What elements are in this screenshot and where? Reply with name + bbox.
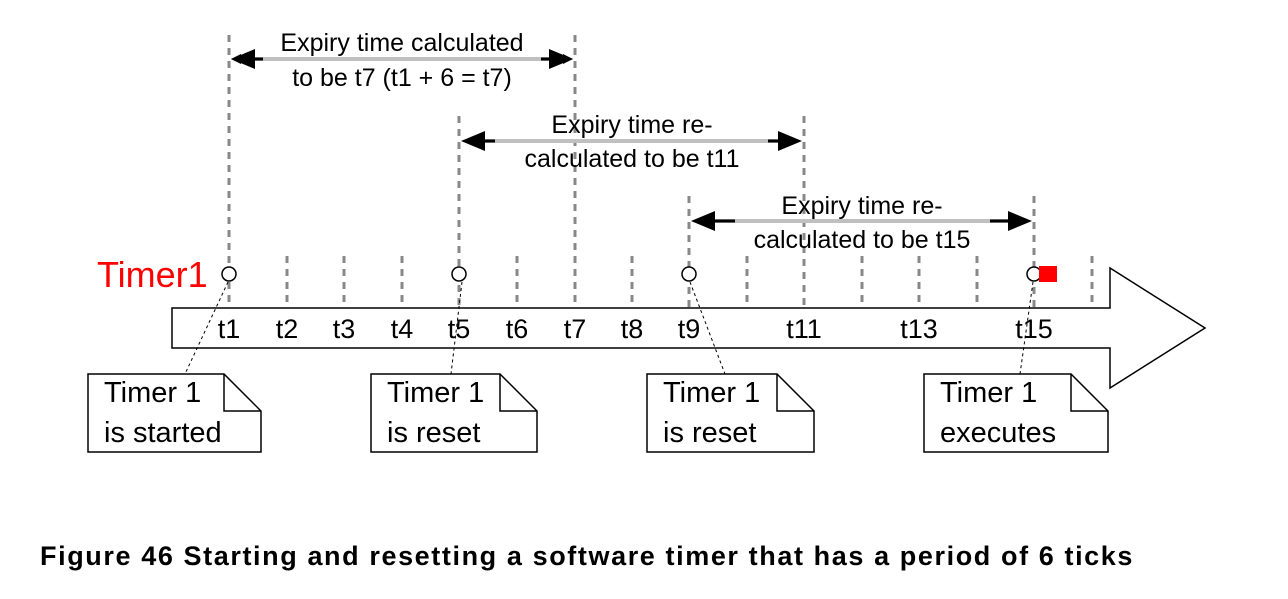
tick-label: t1 [218,314,241,344]
tick-label: t7 [564,314,587,344]
tick-label: t3 [333,314,356,344]
note-line2: is reset [387,417,480,449]
span-label-line1: Expiry time re- [551,111,712,139]
span-label-line2: calculated to be t11 [525,145,740,173]
tick-label: t8 [621,314,644,344]
arrow-head-left [231,49,255,69]
note-line1: Timer 1 [663,377,760,409]
tick-label: t6 [506,314,529,344]
tick-label: t9 [678,314,701,344]
note-line1: Timer 1 [104,377,201,409]
arrow-head-right [1008,211,1032,231]
note-4: Timer 1 executes [923,373,1109,453]
expiry-span-3: Expiry time re- calculated to be t15 [691,192,1032,254]
tick-label: t5 [448,314,471,344]
span-label-line2: to be t7 (t1 + 6 = t7) [292,64,512,92]
execute-marker [1039,266,1057,282]
note-line1: Timer 1 [940,377,1037,409]
event-circle-t5 [451,266,467,282]
span-label-line1: Expiry time re- [781,192,942,220]
note-1: Timer 1 is started [87,373,262,453]
note-line1: Timer 1 [387,377,484,409]
arrow-head-left [461,131,485,151]
tick-labels: t1 t2 t3 t4 t5 t6 t7 t8 t9 t11 t13 t15 [218,314,1053,344]
timer-name: Timer1 [97,254,208,295]
note-3: Timer 1 is reset [646,373,815,453]
note-2: Timer 1 is reset [370,373,538,453]
tick-label: t4 [391,314,414,344]
event-circle-t1 [221,266,237,282]
timeline-arrow [171,266,1207,390]
tick-label: t11 [786,314,822,344]
arrow-head-left [691,211,715,231]
event-markers [221,266,1042,282]
note-line2: is started [104,417,222,449]
tick-label: t15 [1015,314,1053,344]
expiry-span-2: Expiry time re- calculated to be t11 [461,111,802,173]
tick-label: t13 [900,314,938,344]
event-circle-t15 [1026,266,1042,282]
note-line2: is reset [663,417,756,449]
event-circle-t9 [681,266,697,282]
span-label-line2: calculated to be t15 [754,226,971,254]
tick-label: t2 [276,314,299,344]
figure-caption: Figure 46 Starting and resetting a softw… [40,541,1134,571]
note-line2: executes [940,417,1056,449]
span-label-line1: Expiry time calculated [280,29,523,57]
arrow-head-right [778,131,802,151]
callout-leaders [184,281,1034,375]
expiry-span-1: Expiry time calculated to be t7 (t1 + 6 … [231,29,573,92]
arrow-head-right [549,49,573,69]
